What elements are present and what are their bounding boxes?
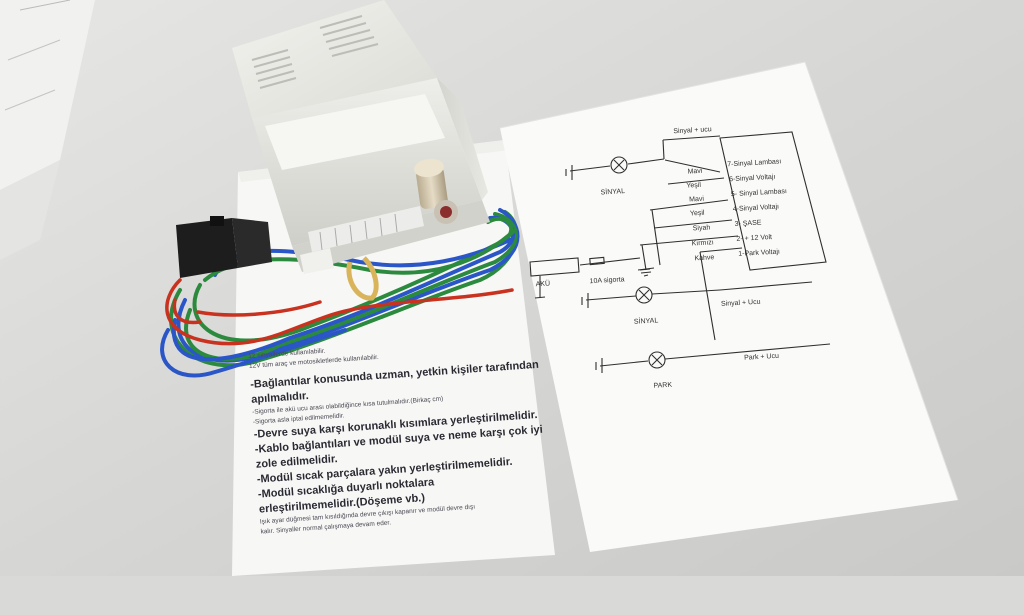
manual-instructions: 12 sinyallerde kullanılabilir. 12V tüm a… (248, 332, 550, 538)
park-plus-label: Park + Ucu (743, 352, 780, 362)
wiring-diagram (529, 131, 831, 373)
wire-color-label: Mavi (687, 167, 703, 176)
fuse-label: 10A sigorta (589, 276, 625, 286)
wire-color-label: Kırmızı (691, 239, 714, 248)
pin-label: 5- Sinyal Lambası (730, 188, 788, 199)
pin-label: 3- ŞASE (734, 219, 762, 229)
lamp-label: SİNYAL (600, 188, 626, 197)
paper-stack-left (0, 0, 95, 260)
lamp-label: SİNYAL (633, 317, 659, 326)
wire-color-label: Kahve (694, 254, 715, 263)
wire-color-label: Mavi (688, 195, 705, 204)
battery-label: AKÜ (535, 280, 551, 289)
wire-harness (160, 208, 520, 378)
top-signal-label: Sinyal + ucu (673, 126, 712, 136)
wire-color-label: Yeşil (689, 209, 705, 218)
ground-icon (637, 267, 655, 277)
diagram-sheet (500, 62, 958, 552)
pin-label: 2- + 12 Volt (736, 233, 773, 243)
pin-label: 6-Sinyal Voltajı (728, 173, 776, 184)
rubber-band (346, 256, 379, 301)
brightness-knob-icon (414, 158, 458, 224)
pin-label: 4-Sinyal Voltajı (732, 203, 780, 214)
lamp-icon (610, 156, 666, 369)
black-connector (176, 216, 272, 278)
signal-plus-label: Sinyal + Ucu (720, 298, 761, 308)
wire-color-label: Yeşil (686, 181, 702, 190)
wire-color-label: Siyah (692, 224, 711, 233)
lamp-label: PARK (653, 381, 673, 390)
pin-label: 1-Park Voltajı (738, 248, 781, 258)
photo-scene (0, 0, 1024, 576)
pin-label: 7-Sinyal Lambası (727, 158, 782, 169)
